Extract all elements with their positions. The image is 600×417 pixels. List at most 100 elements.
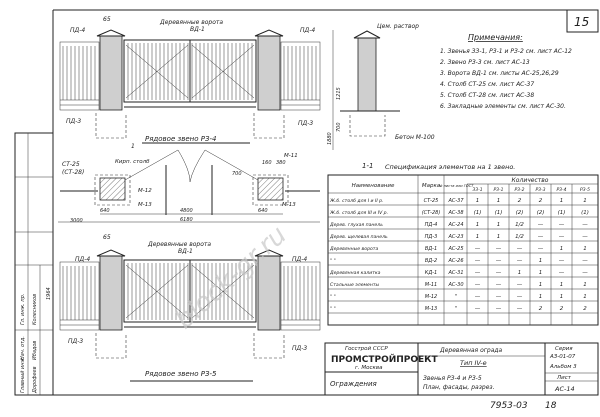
cell-qty: 1 (560, 198, 564, 204)
cell-qty: 2 (583, 306, 587, 312)
org-city: г. Москва (355, 365, 383, 371)
cell-qty: — (538, 234, 544, 240)
panel-label: ПД-4 (75, 256, 90, 263)
cell-qty: 1 (583, 282, 587, 288)
title-block: Госстрой СССР ПРОМСТРОЙПРОЕКТ г. Москва … (324, 342, 599, 411)
archive-page: 18 (545, 401, 557, 411)
cell-qty: — (517, 258, 523, 264)
note-item: 5. Столб СТ-28 см. лист АС-38 (440, 92, 534, 99)
cell-qty: — (582, 234, 588, 240)
cell-qty: 1 (476, 198, 480, 204)
cell-qty: 1 (560, 294, 564, 300)
cell-qty: — (496, 294, 502, 300)
cell-qty: 2 (539, 306, 543, 312)
cell-name: " " (330, 294, 336, 300)
gate-brace (125, 44, 255, 99)
spec-title: Спецификация элементов на 1 звено. (385, 163, 515, 171)
stamp-year: 1964 (46, 287, 52, 300)
cell-qty: — (582, 258, 588, 264)
cell-qty: — (475, 282, 481, 288)
col-header: № листа или ГОСТ (438, 184, 474, 188)
cell-sheet: АС-37 (447, 198, 464, 204)
object-type: Тип IV-е (460, 359, 487, 367)
cell-qty: (1) (474, 210, 482, 216)
drawing-section: Ограждения (330, 380, 377, 388)
dimension: 640 (100, 208, 110, 214)
concrete-label: Бетон М-100 (395, 134, 435, 141)
sheet-label: Лист (556, 375, 572, 381)
plan-view: 3000 6180 4800 640 640 160 380 700 СТ-25… (58, 143, 320, 224)
brick-pillar (99, 255, 123, 331)
cell-qty: 1 (539, 258, 543, 264)
element-mark: М-12 (138, 188, 152, 194)
object-name: Деревянная ограда (439, 347, 503, 354)
cell-mark: КД-1 (425, 270, 437, 276)
sheet-frame: 15 (52, 9, 599, 396)
col-header-unit: РЗ-1 (493, 187, 503, 193)
cell-qty: 1 (497, 222, 501, 228)
side-stamp: Главный инж. Дорофеев Нач. отд. Ибадов Г… (14, 132, 54, 396)
elevation-rz5 (59, 249, 321, 359)
cell-qty: — (496, 282, 502, 288)
cell-name: Деревянные ворота (329, 246, 378, 252)
drawing-desc: План, фасады, разрез. (423, 384, 495, 391)
dimension: 160 (262, 160, 272, 166)
notes-title: Примечания: (468, 33, 523, 42)
notes: Примечания: 1. Звенья ЗЗ-1, РЗ-1 и РЗ-2 … (440, 33, 572, 110)
cell-mark: ВД-2 (425, 258, 437, 264)
stamp-role: Нач. отд. (20, 336, 26, 360)
pillar-cap (254, 29, 284, 37)
cell-qty: 2 (539, 198, 543, 204)
note-item: 2. Звено РЗ-3 см. лист АС-13 (440, 59, 530, 66)
cell-qty: (1) (581, 210, 589, 216)
panel-label: ПД-3 (68, 338, 83, 345)
dimension: 700 (232, 171, 242, 177)
cell-qty: — (475, 258, 481, 264)
gate-mark: ВД-1 (190, 26, 205, 33)
col-header-unit: РЗ-4 (556, 187, 566, 193)
cell-qty: — (496, 246, 502, 252)
foundation (253, 113, 285, 139)
dimension: 65 (103, 16, 111, 23)
foundation (95, 333, 127, 359)
dimension: 6180 (180, 217, 193, 223)
cell-mark: М-12 (425, 294, 437, 300)
cell-qty: — (496, 270, 502, 276)
cell-qty: (2) (537, 210, 545, 216)
cell-mark: М-11 (425, 282, 437, 288)
cell-sheet: " (455, 306, 457, 312)
cell-qty: — (538, 246, 544, 252)
stamp-name: Дорофеев (32, 366, 38, 394)
col-header: Наименование (352, 183, 395, 189)
cell-name: Деревянная калитка (329, 270, 381, 276)
series-value: АЗ-01-07 (549, 354, 576, 360)
cell-qty: 1 (518, 270, 522, 276)
cell-qty: 1 (583, 198, 587, 204)
panel-label: ПД-4 (300, 27, 315, 34)
cell-qty: 1 (560, 282, 564, 288)
album-value: Альбом 3 (549, 364, 577, 370)
cell-qty: — (517, 294, 523, 300)
col-header-unit: РЗ-5 (580, 187, 590, 193)
cell-mark: (СТ-28) (422, 210, 441, 216)
post-mark: (СТ-28) (62, 169, 84, 176)
panel-label: ПД-3 (292, 345, 307, 352)
dimension: 1880 (327, 132, 333, 145)
cell-qty: — (496, 258, 502, 264)
element-mark: М-11 (284, 153, 298, 159)
gate-label: Деревянные ворота (159, 19, 223, 26)
post-mark: СТ-25 (62, 161, 80, 168)
dimension: 4800 (180, 208, 193, 214)
note-item: 1. Звенья ЗЗ-1, РЗ-1 и РЗ-2 см. лист АС-… (440, 48, 572, 55)
cell-sheet: АС-24 (447, 222, 463, 228)
view-title: Рядовое звено РЗ-4 (145, 135, 216, 143)
cell-qty: (1) (495, 210, 503, 216)
section-arrow-label: 1 (131, 143, 135, 150)
cell-sheet: АС-38 (447, 210, 463, 216)
cell-qty: — (582, 270, 588, 276)
cell-qty: — (517, 282, 523, 288)
cell-mark: ВД-1 (425, 246, 437, 252)
cell-mark: М-13 (425, 306, 437, 312)
note-item: 6. Закладные элементы см. лист АС-30. (440, 103, 566, 110)
panel-label: ПД-4 (292, 256, 307, 263)
